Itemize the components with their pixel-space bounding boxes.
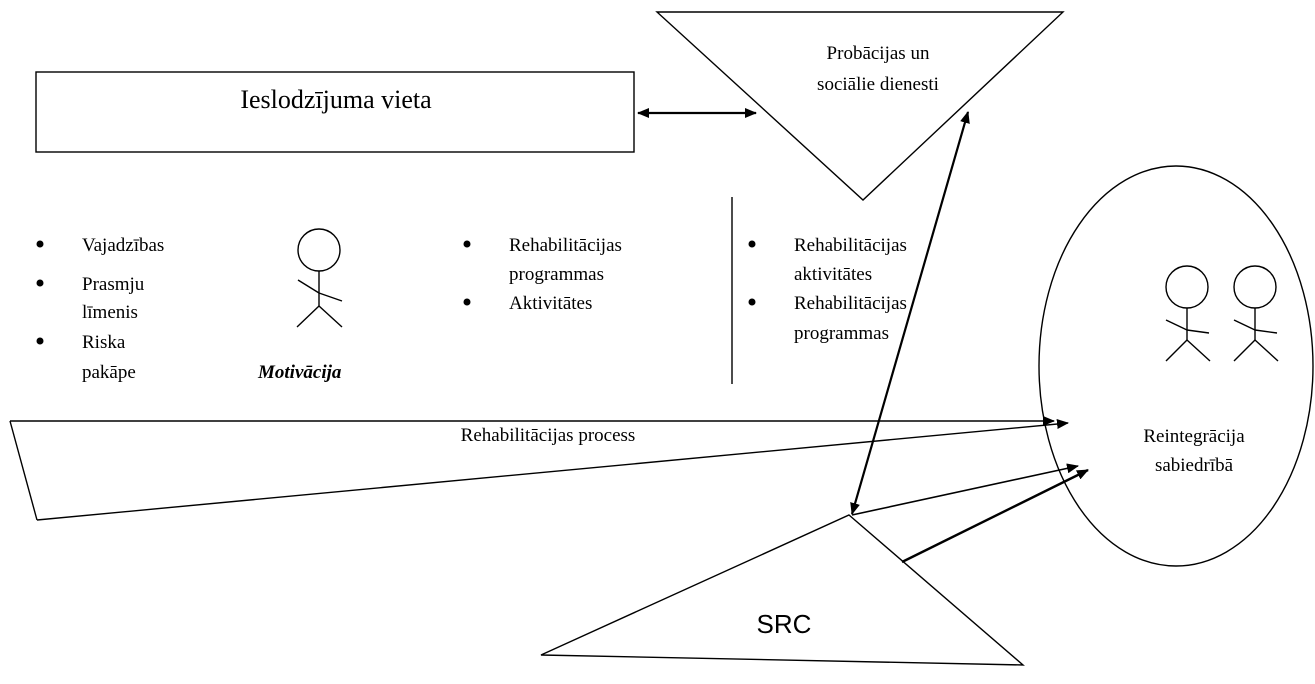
programs-item: Aktivitātes	[509, 293, 592, 314]
needs-item: Riska	[82, 332, 126, 353]
src-reintegration-arrow	[851, 463, 1079, 516]
bullet	[748, 298, 756, 306]
person-figure	[296, 228, 343, 328]
needs-item: pakāpe	[82, 362, 136, 383]
process-label: Rehabilitācijas process	[461, 425, 636, 446]
bullet	[36, 337, 44, 345]
prison-label: Ieslodzījuma vieta	[240, 85, 432, 114]
activities-item: Rehabilitācijas	[794, 293, 907, 314]
src-triangle	[540, 514, 1025, 666]
person-figure	[1233, 265, 1279, 362]
probation-src-arrow	[850, 111, 970, 515]
bullet	[463, 240, 471, 248]
person-figure	[1165, 265, 1211, 362]
needs-item: Prasmju	[82, 274, 145, 295]
reintegration-ellipse	[1038, 165, 1314, 567]
needs-item: līmenis	[82, 302, 138, 323]
reintegration-label-line2: sabiedrībā	[1155, 455, 1234, 476]
src-reintegration-arrow	[901, 468, 1089, 564]
activities-item: Rehabilitācijas	[794, 235, 907, 256]
probation-label-line2: sociālie dienesti	[817, 74, 939, 95]
prison-box	[35, 71, 635, 153]
process-left-edge	[9, 420, 38, 521]
needs-item: Vajadzības	[82, 235, 164, 256]
probation-label-line1: Probācijas un	[827, 43, 930, 64]
needs-list: Vajadzības Prasmju līmenis Riska pakāpe	[36, 235, 164, 383]
probation-triangle	[655, 11, 1065, 201]
src-label: SRC	[757, 609, 812, 639]
activities-item: programmas	[794, 323, 889, 344]
reintegration-label-line1: Reintegrācija	[1143, 426, 1245, 447]
bullet	[36, 279, 44, 287]
programs-item: Rehabilitācijas	[509, 235, 622, 256]
bullet	[463, 298, 471, 306]
programs-item: programmas	[509, 264, 604, 285]
bullet	[36, 240, 44, 248]
activities-item: aktivitātes	[794, 264, 872, 285]
motivation-label: Motivācija	[257, 362, 342, 383]
programs-list: Rehabilitācijas programmas Aktivitātes	[463, 235, 622, 314]
bullet	[748, 240, 756, 248]
activities-list: Rehabilitācijas aktivitātes Rehabilitāci…	[748, 235, 907, 344]
